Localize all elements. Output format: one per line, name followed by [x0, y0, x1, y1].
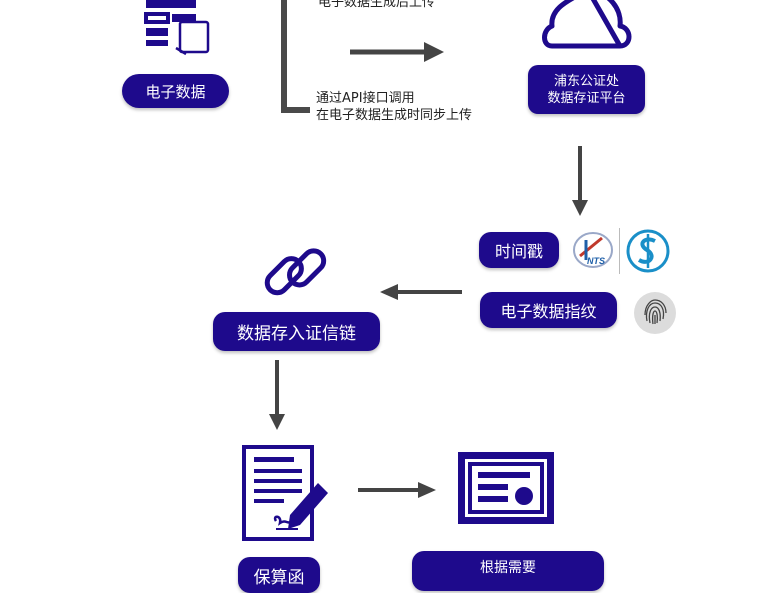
chain-text: 数据存入证信链	[237, 324, 356, 344]
logo-divider	[619, 228, 620, 274]
timestamp-label: 时间戳	[479, 232, 559, 268]
chain-label: 数据存入证信链	[213, 312, 380, 351]
data-document-icon	[144, 0, 210, 56]
arrow-right-icon	[350, 42, 444, 62]
guarantee-text: 保算函	[253, 568, 305, 588]
arrow-down-icon	[269, 360, 285, 430]
nts-logo-text: NTS	[587, 256, 605, 266]
electronic-data-label: 电子数据	[122, 74, 229, 108]
certificate-icon	[458, 452, 554, 524]
bracket-connector	[281, 0, 310, 113]
chain-link-icon	[264, 248, 327, 296]
notary-line2: 数据存证平台	[547, 90, 626, 106]
fingerprint-text: 电子数据指纹	[500, 302, 597, 321]
notary-line1: 浦东公证处	[553, 73, 619, 89]
certificate-label: 根据需要	[412, 551, 604, 591]
upload-note-bottom: 通过API接口调用 在电子数据生成时同步上传	[316, 90, 472, 124]
nts-logo-icon: NTS	[573, 232, 613, 268]
upload-note-line1: 通过API接口调用	[316, 91, 415, 106]
notary-platform-label: 浦东公证处 数据存证平台	[528, 65, 645, 114]
arrow-left-icon	[380, 284, 462, 300]
fingerprint-label: 电子数据指纹	[480, 292, 617, 328]
timestamp-text: 时间戳	[494, 242, 543, 261]
certificate-text: 根据需要	[480, 560, 536, 576]
upload-note-top: 电子数据生成后上传	[318, 0, 436, 10]
arrow-right-icon	[358, 482, 436, 498]
guarantee-label: 保算函	[238, 557, 320, 593]
signed-document-icon	[242, 445, 328, 541]
cloud-icon	[542, 0, 632, 49]
arrow-down-icon	[572, 146, 588, 216]
electronic-data-text: 电子数据	[145, 82, 206, 101]
fingerprint-icon	[634, 292, 676, 334]
shanghai-logo-icon	[626, 229, 670, 273]
upload-note-line2: 在电子数据生成时同步上传	[316, 108, 473, 123]
